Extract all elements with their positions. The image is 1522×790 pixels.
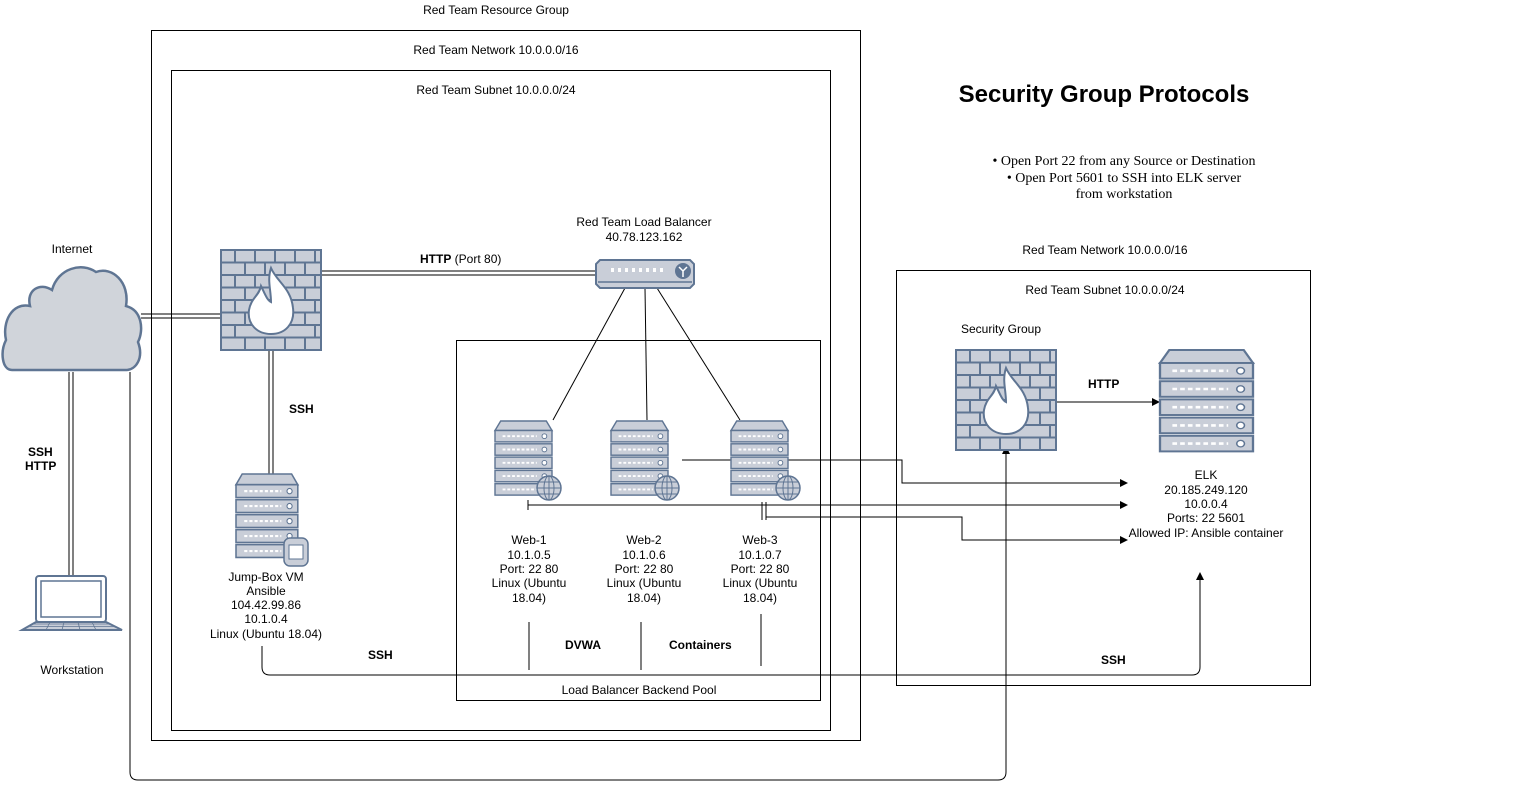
jump-box-private-ip: 10.1.0.4	[244, 612, 288, 626]
protocol-line-3: from workstation	[1075, 187, 1173, 202]
jump-box-server-icon	[234, 472, 309, 567]
web1-server-icon	[494, 420, 562, 501]
backend-pool-box	[456, 340, 821, 701]
workstation-label: Workstation	[40, 663, 104, 677]
web2-ports: Port: 22 80	[614, 562, 674, 576]
elk-private-ip: 10.0.0.4	[1184, 497, 1228, 511]
load-balancer-icon	[595, 259, 695, 289]
web3-ip: 10.1.0.7	[738, 548, 782, 562]
http-workstation-label: HTTP	[25, 459, 57, 473]
arrow-heads	[1002, 398, 1204, 580]
elk-name: ELK	[1194, 468, 1218, 482]
http-port-label: HTTP (Port 80)	[420, 252, 501, 267]
load-balancer-ip: 40.78.123.162	[605, 230, 683, 244]
security-group-label: Security Group	[960, 322, 1042, 336]
web3-os-version: 18.04)	[742, 591, 778, 605]
web2-os-version: 18.04)	[626, 591, 662, 605]
subnet-2-label: Red Team Subnet 10.0.0.0/24	[1025, 283, 1185, 297]
protocols-title: Security Group Protocols	[958, 81, 1250, 108]
jump-box-os: Linux (Ubuntu 18.04)	[209, 627, 323, 641]
ssh-jump-label: SSH	[289, 402, 314, 416]
cloud-icon	[1, 266, 143, 372]
elk-allowed-ip: Allowed IP: Ansible container	[1128, 526, 1284, 540]
load-balancer-name: Red Team Load Balancer	[576, 215, 712, 229]
web1-ports: Port: 22 80	[499, 562, 559, 576]
laptop-icon	[18, 575, 123, 631]
network-1-label: Red Team Network 10.0.0.0/16	[413, 43, 579, 57]
subnet-1-box	[171, 70, 831, 731]
network-2-label: Red Team Network 10.0.0.0/16	[1022, 243, 1188, 257]
elk-server-icon	[1158, 348, 1255, 453]
web2-ip: 10.1.0.6	[622, 548, 666, 562]
web1-os-version: 18.04)	[511, 591, 547, 605]
web2-name: Web-2	[626, 533, 662, 547]
elk-public-ip: 20.185.249.120	[1164, 483, 1248, 497]
jump-box-name: Jump-Box VM	[228, 570, 304, 584]
jump-box-role: Ansible	[246, 584, 286, 598]
protocol-line-1: • Open Port 22 from any Source or Destin…	[992, 154, 1256, 169]
http-label-bold: HTTP	[420, 252, 452, 266]
elk-ports: Ports: 22 5601	[1166, 511, 1246, 525]
web2-server-icon	[610, 420, 680, 501]
web1-ip: 10.1.0.5	[507, 548, 551, 562]
jump-box-public-ip: 104.42.99.86	[230, 598, 302, 612]
web1-os: Linux (Ubuntu	[491, 576, 567, 590]
backend-pool-label: Load Balancer Backend Pool	[561, 683, 717, 697]
protocol-line-2: • Open Port 5601 to SSH into ELK server	[1006, 171, 1242, 186]
ssh-elk-label: SSH	[1101, 653, 1126, 667]
web3-os: Linux (Ubuntu	[722, 576, 798, 590]
containers-label: Containers	[669, 638, 732, 652]
http-port-text: (Port 80)	[451, 252, 502, 266]
connectors	[68, 270, 1201, 781]
security-group-firewall-icon	[955, 349, 1057, 451]
ssh-workstation-label: SSH	[28, 445, 53, 459]
resource-group-box	[151, 30, 861, 741]
subnet-2-box	[896, 270, 1311, 686]
resource-group-label: Red Team Resource Group	[423, 3, 569, 17]
firewall-icon	[220, 249, 322, 351]
ssh-bottom-label: SSH	[368, 648, 393, 662]
subnet-1-label: Red Team Subnet 10.0.0.0/24	[416, 83, 576, 97]
internet-label: Internet	[51, 242, 93, 256]
web3-name: Web-3	[742, 533, 778, 547]
web1-name: Web-1	[511, 533, 547, 547]
web3-ports: Port: 22 80	[730, 562, 790, 576]
web2-os: Linux (Ubuntu	[606, 576, 682, 590]
dvwa-label: DVWA	[565, 638, 601, 652]
http-sg-label: HTTP	[1088, 377, 1120, 391]
